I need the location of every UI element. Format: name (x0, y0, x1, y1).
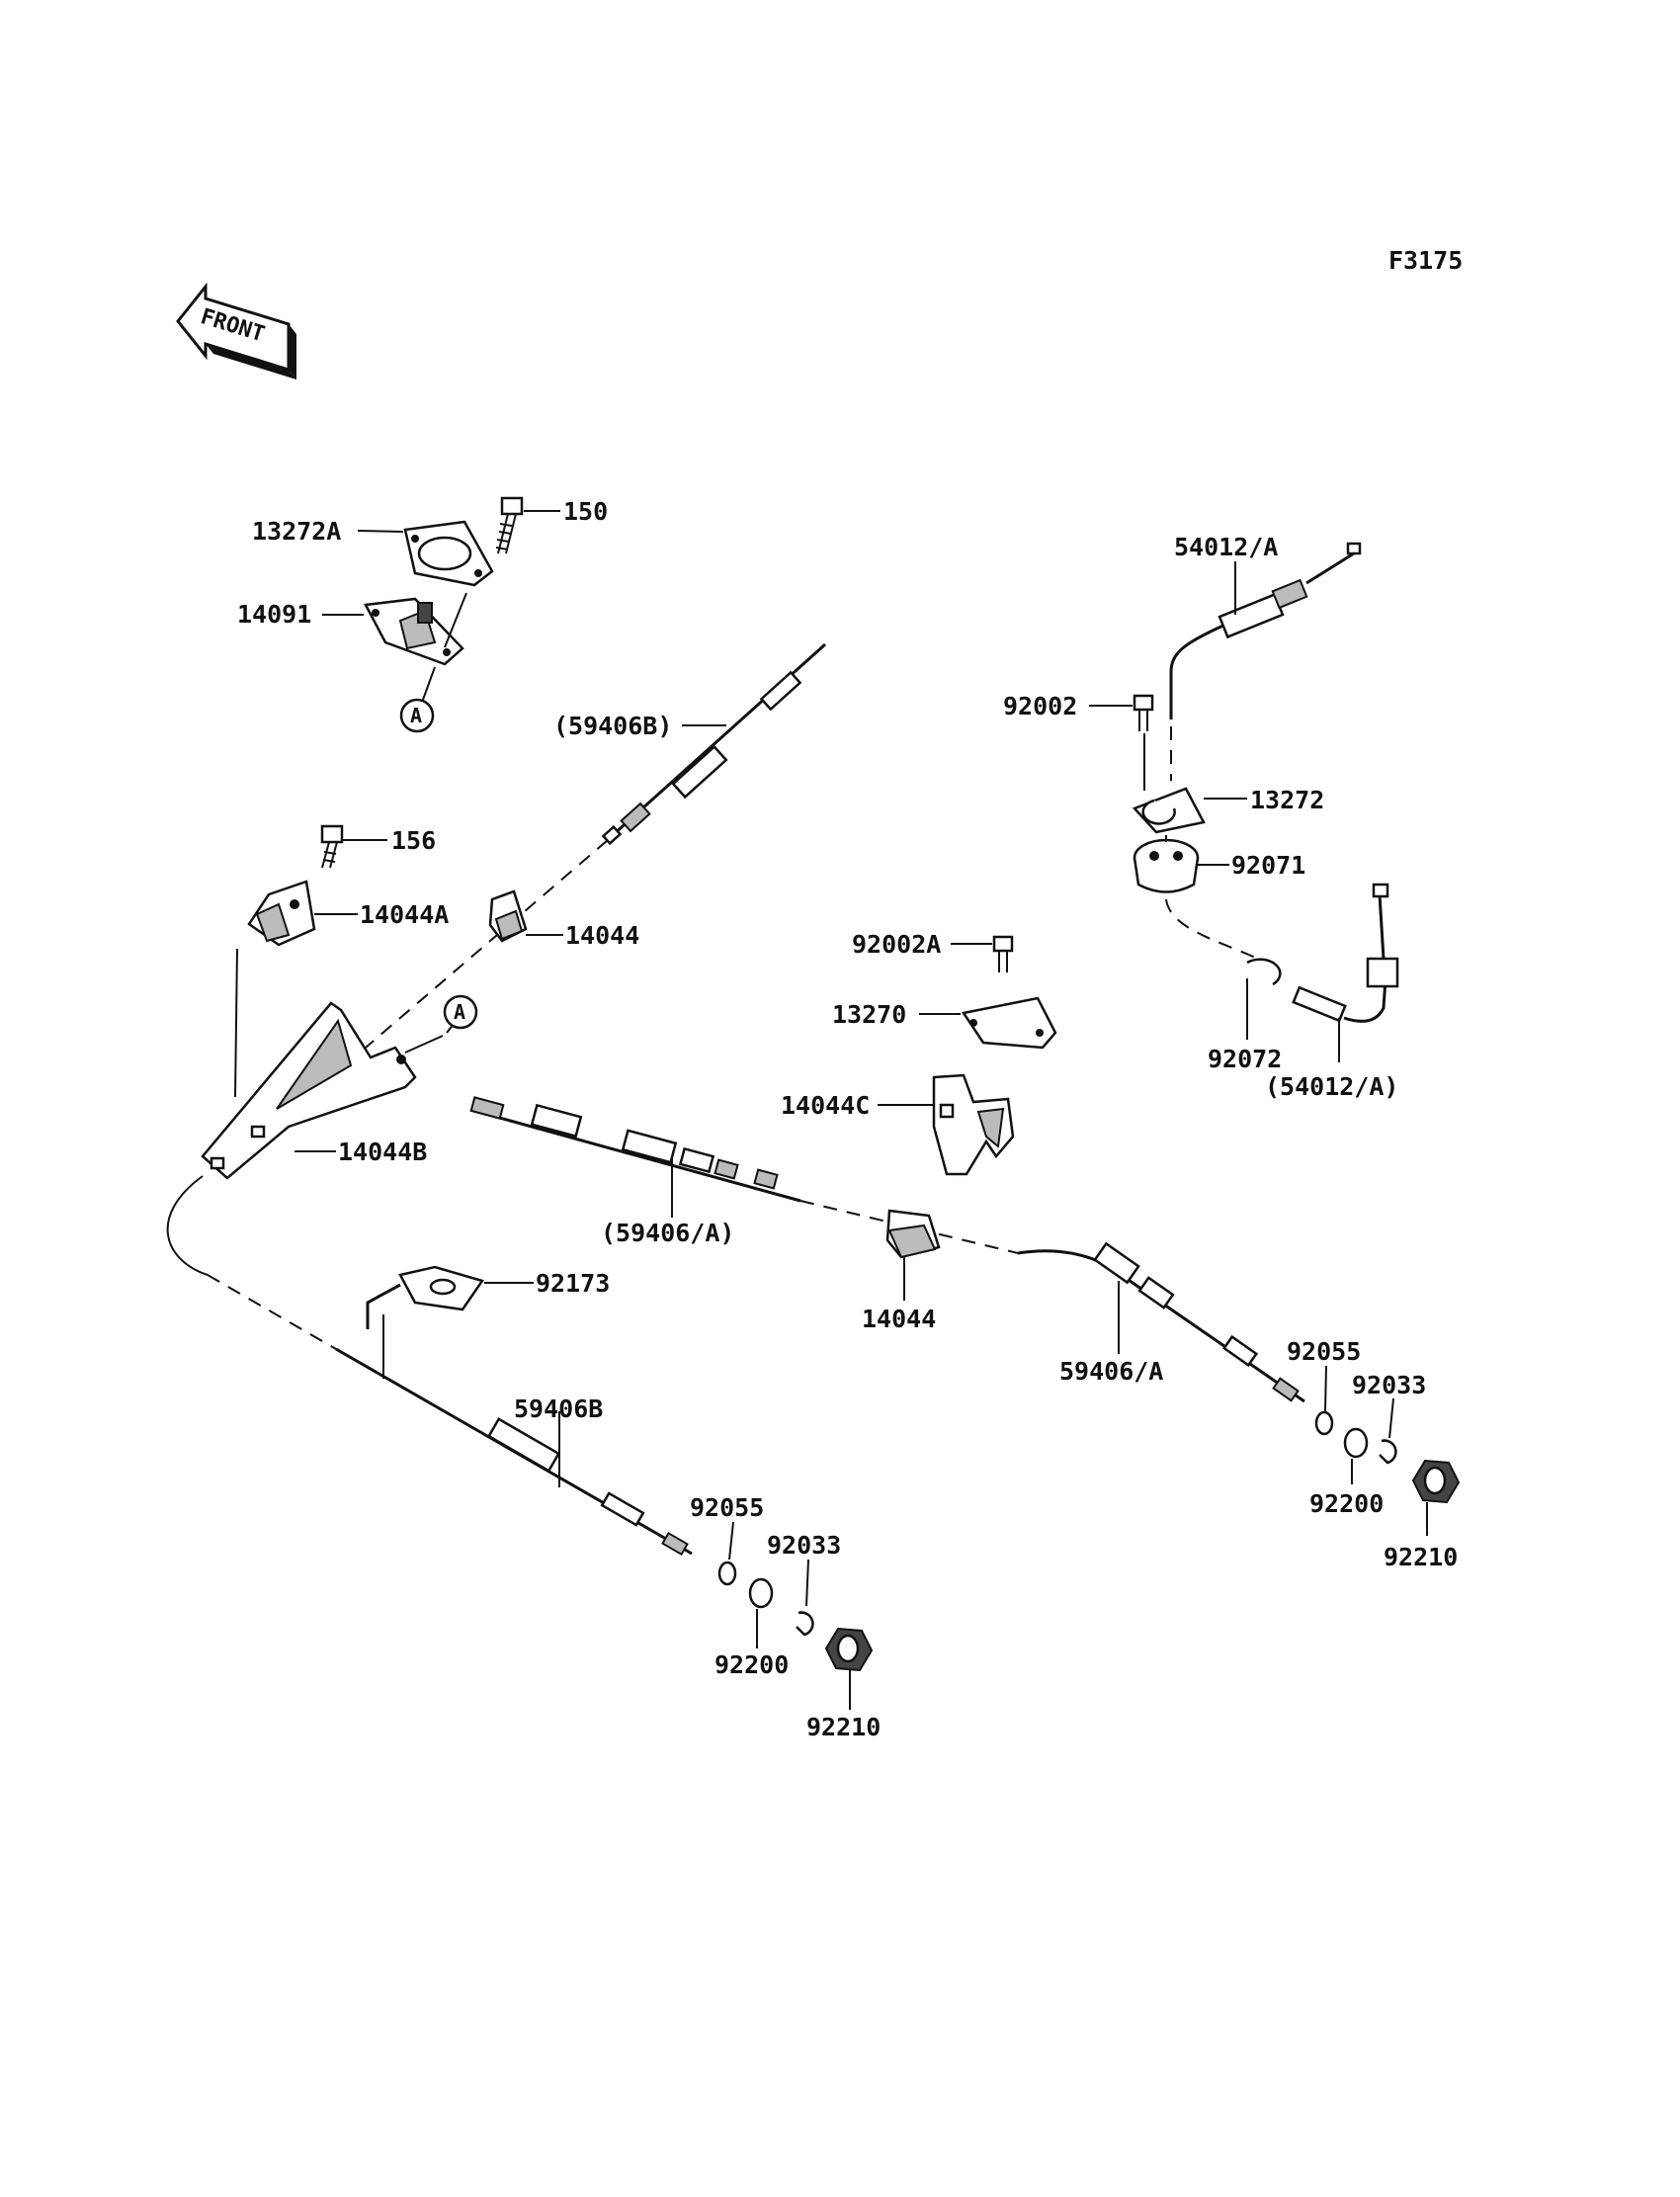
label-14044-lower: 14044 (862, 1305, 936, 1333)
bolt-92002A (992, 935, 1014, 972)
plate-14091 (364, 597, 464, 666)
label-92055-right: 92055 (1287, 1337, 1361, 1366)
label-92033-left: 92033 (767, 1531, 841, 1560)
label-59406B: 59406B (514, 1394, 603, 1423)
clamp-14044A (247, 880, 316, 947)
bolt-150 (495, 496, 524, 554)
plate-13270 (961, 996, 1057, 1050)
clamp-14044-upper (488, 889, 528, 943)
front-arrow-icon: FRONT (176, 282, 296, 380)
label-14044C: 14044C (781, 1091, 870, 1120)
label-13272A: 13272A (252, 517, 341, 546)
leader-13272A (357, 530, 404, 533)
label-92072: 92072 (1208, 1045, 1282, 1073)
cable-54012A-lower (1292, 883, 1399, 1023)
nut-92210-left (824, 1627, 874, 1672)
label-14044A: 14044A (360, 900, 449, 929)
label-54012A: 54012/A (1174, 533, 1278, 561)
clip-92033-left (796, 1611, 814, 1637)
bolt-156 (320, 824, 344, 869)
label-156: 156 (391, 826, 436, 855)
label-54012A-paren: (54012/A) (1265, 1072, 1398, 1101)
label-14091: 14091 (237, 600, 311, 629)
bracket-14044B (201, 1001, 417, 1180)
bracket-92173 (366, 1265, 485, 1329)
label-13270: 13270 (832, 1000, 906, 1029)
label-13272: 13272 (1250, 786, 1324, 814)
clamp-14044-lower (885, 1209, 941, 1259)
grommet-92071 (1133, 838, 1200, 893)
oring-92055-right (1314, 1410, 1334, 1436)
label-92071: 92071 (1231, 851, 1305, 880)
label-59406B-paren: (59406B) (553, 712, 672, 740)
cable-59406B-upper (601, 642, 827, 846)
washer-92200-right (1343, 1427, 1369, 1459)
nut-92210-right (1411, 1459, 1461, 1504)
label-92055-left: 92055 (690, 1493, 764, 1522)
label-150: 150 (563, 497, 608, 526)
label-59406A-paren: (59406/A) (601, 1219, 734, 1247)
gasket-13272 (1132, 787, 1206, 834)
label-59406A: 59406/A (1059, 1357, 1163, 1386)
gasket-13272A (403, 520, 494, 587)
label-14044B: 14044B (338, 1138, 427, 1166)
ref-a-lower-label: A (454, 1000, 465, 1024)
oring-92055-left (717, 1561, 737, 1586)
cable-59406B-lower (335, 1347, 693, 1557)
cable-59406A-lower (1017, 1241, 1305, 1403)
diagram-code: F3175 (1388, 246, 1463, 275)
clamp-14044C (932, 1073, 1015, 1176)
label-92173: 92173 (536, 1269, 610, 1298)
ref-marker-a-lower (443, 994, 478, 1030)
label-14044-upper: 14044 (565, 921, 639, 950)
cable-59406A-upper (469, 1096, 801, 1203)
label-92210-right: 92210 (1384, 1543, 1458, 1571)
cable-54012A (1169, 542, 1362, 719)
ref-marker-a-upper (399, 698, 435, 733)
washer-92200-left (748, 1577, 774, 1609)
label-92002: 92002 (1003, 692, 1077, 720)
label-92200-left: 92200 (714, 1650, 789, 1679)
label-92002A: 92002A (852, 930, 941, 959)
label-92210-left: 92210 (806, 1713, 881, 1741)
clip-92033-right (1379, 1439, 1397, 1465)
label-92033-right: 92033 (1352, 1371, 1426, 1399)
clamp-92072 (1246, 958, 1282, 986)
ref-a-upper-label: A (410, 704, 422, 727)
label-92200-right: 92200 (1309, 1489, 1384, 1518)
bolt-92002 (1133, 694, 1154, 731)
